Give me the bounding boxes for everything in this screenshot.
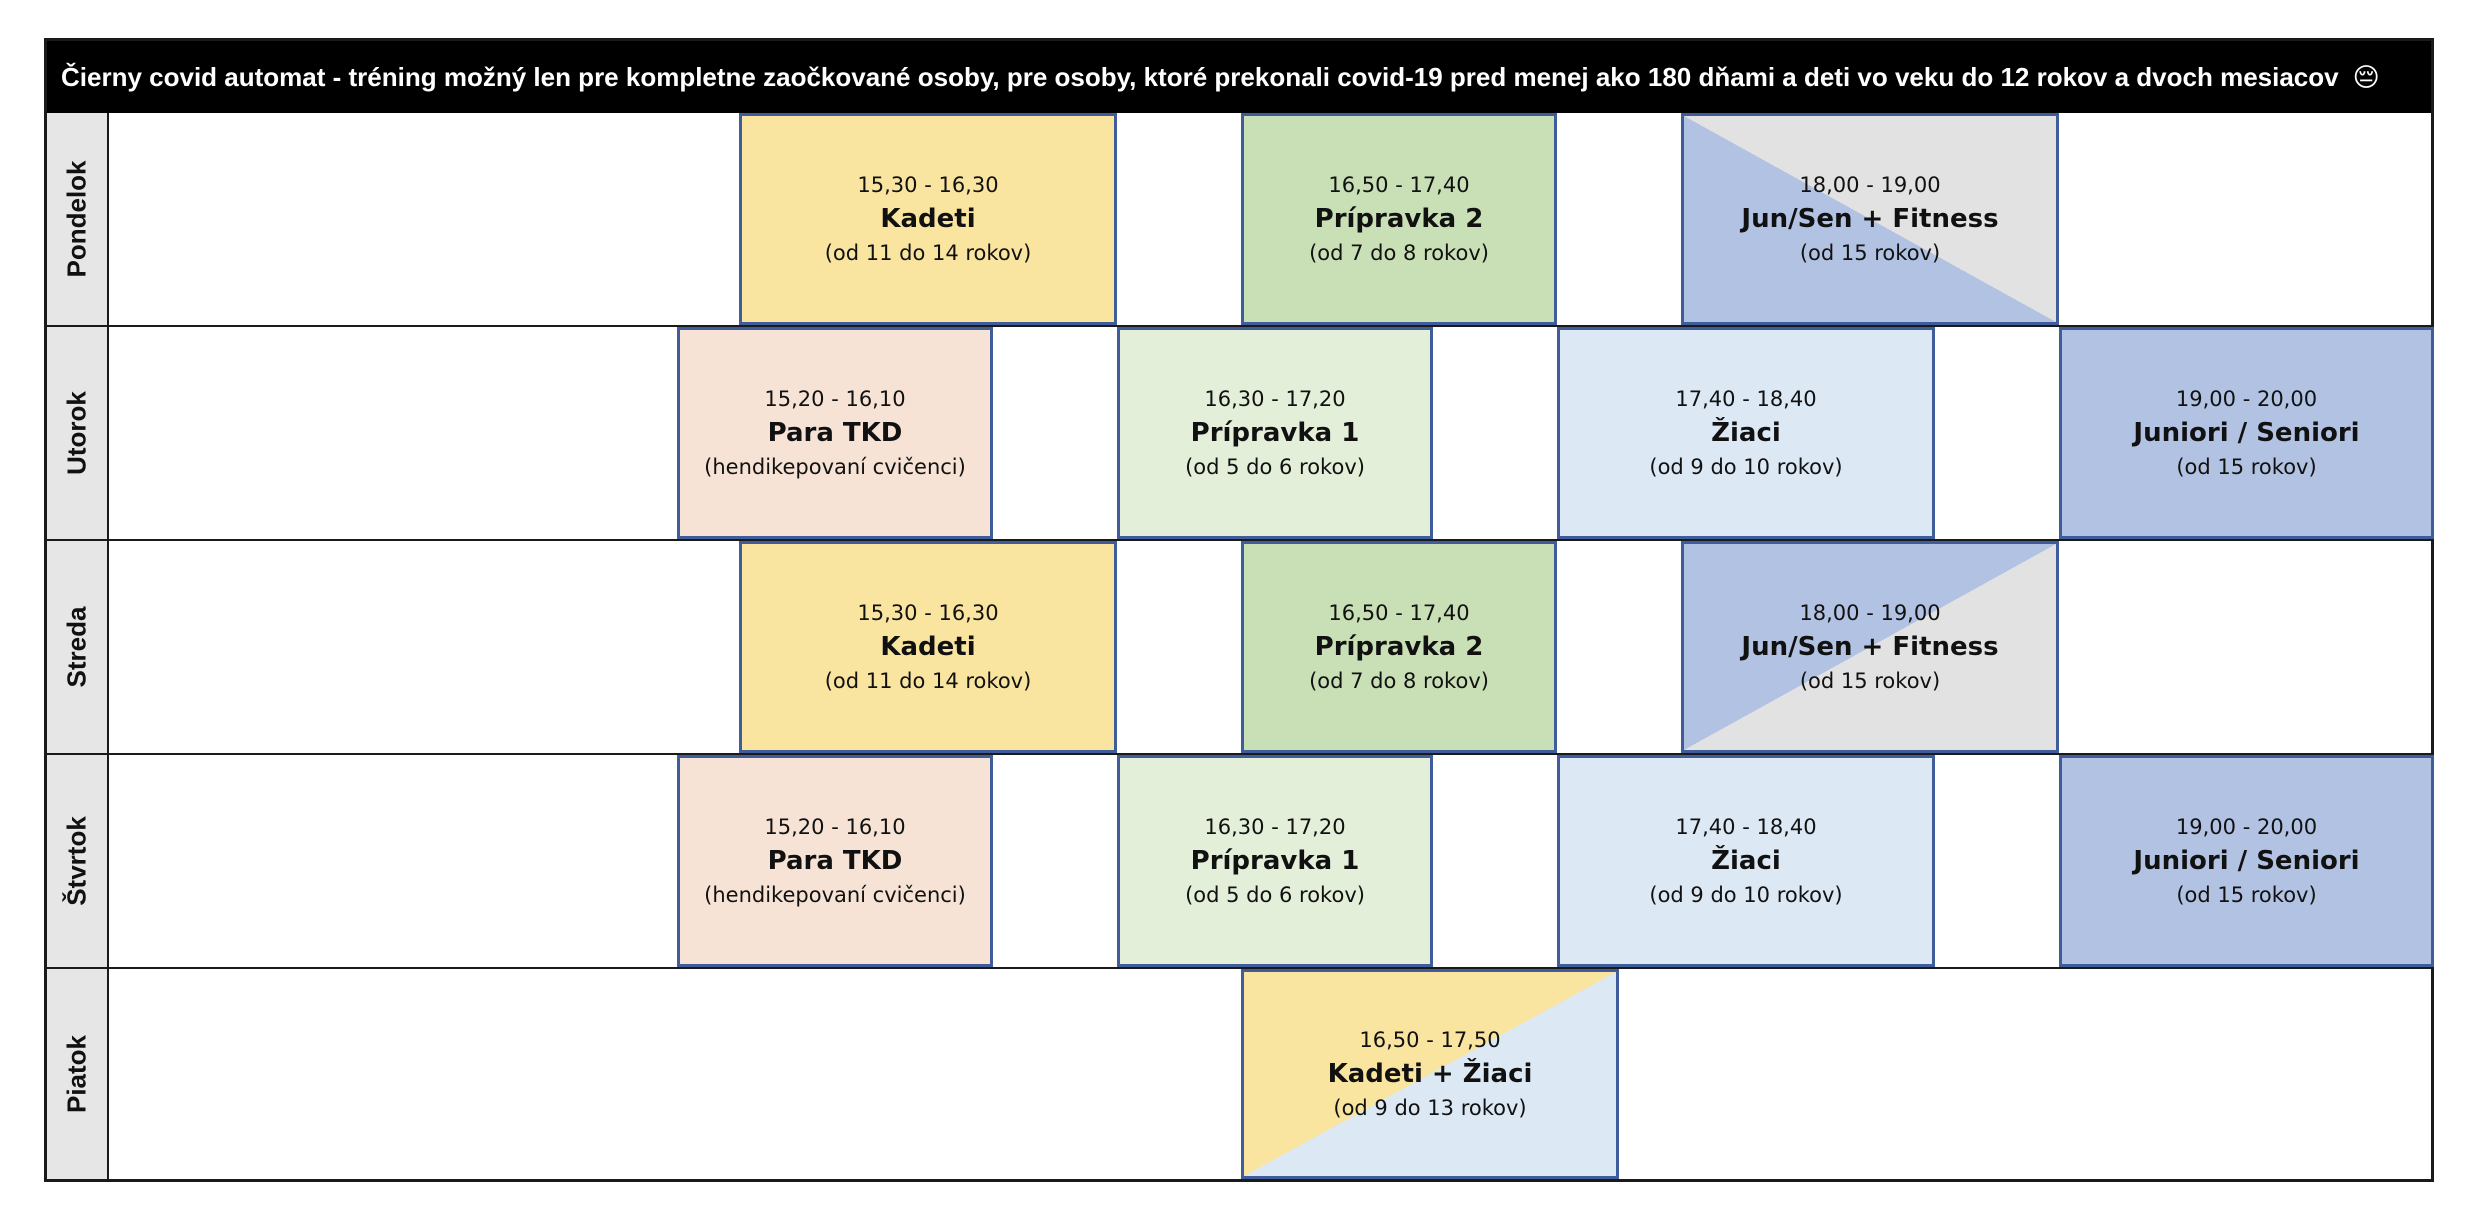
day-label: Štvrtok bbox=[47, 755, 109, 967]
session-time: 15,20 - 16,10 bbox=[764, 387, 906, 411]
session-name: Prípravka 2 bbox=[1314, 632, 1484, 662]
session-time: 15,30 - 16,30 bbox=[857, 173, 999, 197]
session-name: Para TKD bbox=[767, 418, 903, 448]
session-name: Prípravka 1 bbox=[1190, 846, 1360, 876]
session-time: 15,20 - 16,10 bbox=[764, 815, 906, 839]
session-age: (od 5 do 6 rokov) bbox=[1185, 883, 1365, 907]
session-name: Kadeti bbox=[880, 204, 976, 234]
session-time: 16,50 - 17,40 bbox=[1328, 173, 1470, 197]
session-name: Jun/Sen + Fitness bbox=[1741, 204, 1999, 234]
day-label: Piatok bbox=[47, 969, 109, 1179]
session-age: (od 15 rokov) bbox=[1799, 669, 1941, 693]
session-time: 18,00 - 19,00 bbox=[1799, 173, 1941, 197]
session-age: (od 11 do 14 rokov) bbox=[824, 241, 1032, 265]
session-age: (od 5 do 6 rokov) bbox=[1185, 455, 1365, 479]
session-name: Juniori / Seniori bbox=[2133, 418, 2360, 448]
banner-text: Čierny covid automat - tréning možný len… bbox=[61, 62, 2339, 92]
session-name: Žiaci bbox=[1711, 418, 1781, 448]
covid-notice-banner: Čierny covid automat - tréning možný len… bbox=[47, 41, 2431, 113]
session-time: 16,50 - 17,50 bbox=[1359, 1028, 1501, 1052]
session-time: 17,40 - 18,40 bbox=[1675, 387, 1817, 411]
sad-face-emoji-icon: 😔 bbox=[2352, 63, 2380, 93]
session-age: (od 15 rokov) bbox=[1799, 241, 1941, 265]
session-age: (hendikepovaní cvičenci) bbox=[704, 883, 966, 907]
session-age: (od 15 rokov) bbox=[2176, 883, 2317, 907]
session-age: (od 9 do 13 rokov) bbox=[1333, 1096, 1527, 1120]
session-age: (od 7 do 8 rokov) bbox=[1309, 669, 1489, 693]
session-time: 19,00 - 20,00 bbox=[2175, 387, 2318, 411]
session-age: (od 11 do 14 rokov) bbox=[824, 669, 1032, 693]
session-name: Para TKD bbox=[767, 846, 903, 876]
session-age: (od 9 do 10 rokov) bbox=[1649, 455, 1843, 479]
session-time: 17,40 - 18,40 bbox=[1675, 815, 1817, 839]
session-time: 16,30 - 17,20 bbox=[1204, 815, 1346, 839]
session-time: 16,50 - 17,40 bbox=[1328, 601, 1470, 625]
session-name: Kadeti + Žiaci bbox=[1327, 1059, 1533, 1089]
session-time: 19,00 - 20,00 bbox=[2175, 815, 2318, 839]
session-name: Prípravka 2 bbox=[1314, 204, 1484, 234]
schedule-table: Čierny covid automat - tréning možný len… bbox=[44, 38, 2434, 1182]
session-name: Juniori / Seniori bbox=[2133, 846, 2360, 876]
day-label: Streda bbox=[47, 541, 109, 753]
session-name: Prípravka 1 bbox=[1190, 418, 1360, 448]
session-age: (od 7 do 8 rokov) bbox=[1309, 241, 1489, 265]
session-name: Jun/Sen + Fitness bbox=[1741, 632, 1999, 662]
session-name: Kadeti bbox=[880, 632, 976, 662]
session-time: 18,00 - 19,00 bbox=[1799, 601, 1941, 625]
day-label: Pondelok bbox=[47, 113, 109, 325]
session-age: (od 15 rokov) bbox=[2176, 455, 2317, 479]
session-name: Žiaci bbox=[1711, 846, 1781, 876]
session-time: 16,30 - 17,20 bbox=[1204, 387, 1346, 411]
session-age: (od 9 do 10 rokov) bbox=[1649, 883, 1843, 907]
day-label: Utorok bbox=[47, 327, 109, 539]
session-age: (hendikepovaní cvičenci) bbox=[704, 455, 966, 479]
session-time: 15,30 - 16,30 bbox=[857, 601, 999, 625]
